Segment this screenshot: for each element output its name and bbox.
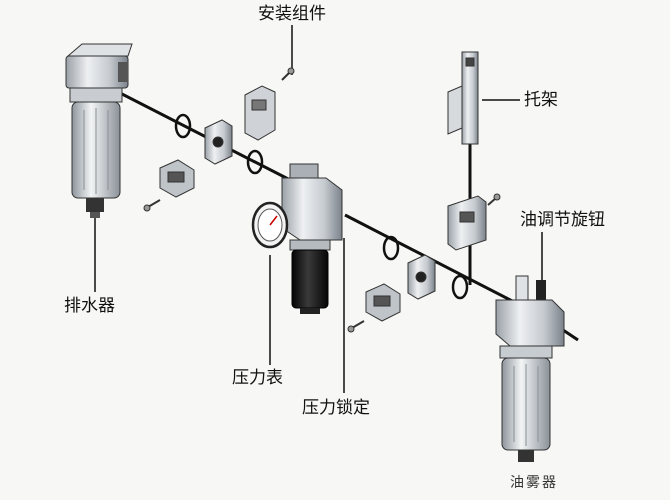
regulator-unit — [281, 163, 343, 314]
mounting-plates — [143, 67, 401, 333]
label-oil-adjust-knob: 油调节旋钮 — [520, 210, 605, 230]
watermark-text: 油雾器 — [510, 475, 558, 491]
filter-drain-unit — [65, 43, 133, 218]
label-drain: 排水器 — [64, 296, 115, 316]
label-pressure-gauge: 压力表 — [232, 368, 283, 388]
tall-bracket — [447, 51, 501, 251]
o-rings — [174, 113, 469, 300]
label-pressure-lock: 压力锁定 — [302, 398, 370, 418]
pressure-gauge — [251, 201, 289, 249]
leader-lines — [94, 25, 543, 393]
label-bracket: 托架 — [524, 90, 558, 110]
spacer-blocks — [204, 119, 436, 300]
lubricator-unit — [495, 275, 565, 462]
label-mounting-kit: 安装组件 — [258, 4, 326, 24]
